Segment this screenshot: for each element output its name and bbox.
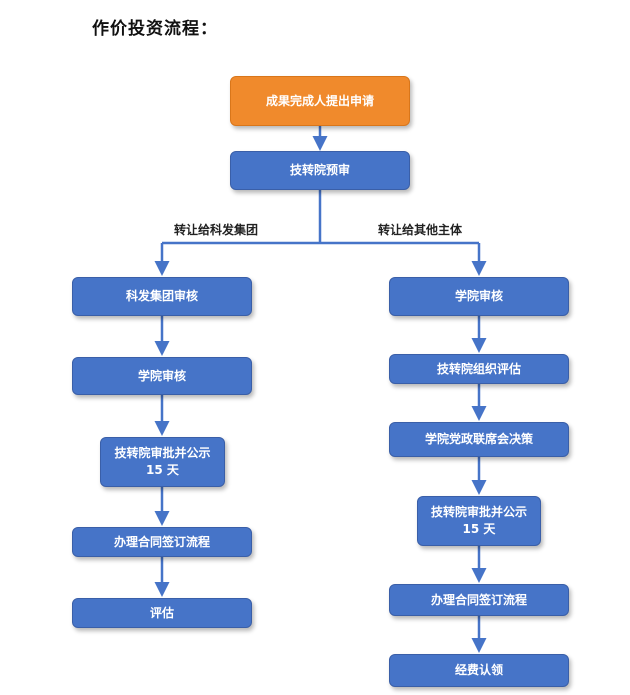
node-right6-label: 经费认领: [454, 663, 503, 677]
node-right4-label-1: 技转院审批并公示: [430, 505, 527, 519]
branch-label-right: 转让给其他主体: [378, 223, 463, 237]
node-left1-label: 科发集团审核: [125, 289, 198, 303]
node-left4-label: 办理合同签订流程: [113, 534, 210, 549]
node-left5: 评估: [72, 598, 252, 628]
node-start-label: 成果完成人提出申请: [265, 93, 374, 108]
node-right4: 技转院审批并公示 15 天: [417, 496, 541, 546]
node-left4: 办理合同签订流程: [72, 527, 252, 557]
node-left5-label: 评估: [149, 605, 174, 620]
node-prereview-label: 技转院预审: [289, 163, 350, 177]
node-left2: 学院审核: [72, 357, 252, 395]
node-right4-label-2: 15 天: [462, 522, 496, 536]
node-left3: 技转院审批并公示 15 天: [100, 437, 225, 487]
page-title: 作价投资流程：: [92, 19, 218, 39]
node-right3: 学院党政联席会决策: [389, 422, 569, 457]
node-right1: 学院审核: [389, 277, 569, 316]
node-left2-label: 学院审核: [137, 368, 186, 383]
node-right5: 办理合同签订流程: [389, 584, 569, 616]
node-prereview: 技转院预审: [230, 151, 410, 190]
node-left1: 科发集团审核: [72, 277, 252, 316]
node-left3-label-1: 技转院审批并公示: [114, 446, 211, 460]
node-right1-label: 学院审核: [454, 289, 503, 303]
branch-label-left: 转让给科发集团: [174, 223, 259, 237]
node-start: 成果完成人提出申请: [230, 76, 410, 126]
node-left3-label-2: 15 天: [146, 463, 179, 477]
node-right3-label: 学院党政联席会决策: [424, 432, 533, 446]
node-right2: 技转院组织评估: [389, 354, 569, 384]
node-right6: 经费认领: [389, 654, 569, 687]
node-right5-label: 办理合同签订流程: [430, 592, 527, 607]
node-right2-label: 技转院组织评估: [436, 361, 521, 376]
